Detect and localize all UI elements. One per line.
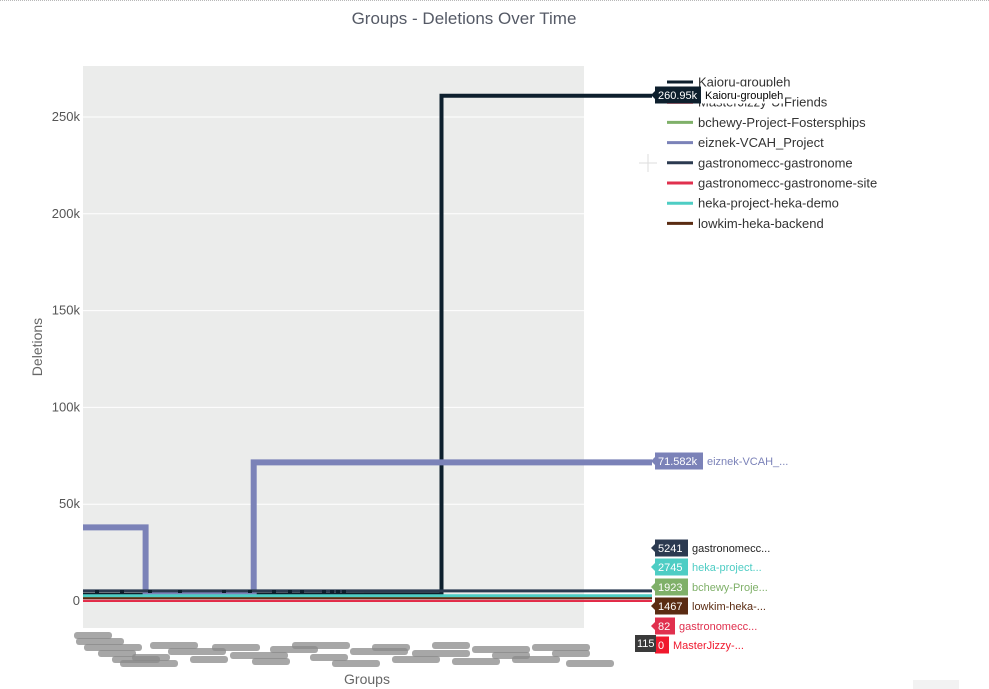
x-tick-label-blur — [230, 652, 288, 659]
hover-label: heka-project... — [692, 562, 762, 574]
chart-title: Groups - Deletions Over Time — [352, 9, 577, 28]
x-tick-label-blur — [150, 642, 198, 649]
legend-item-label[interactable]: bchewy-Project-Fostersphips — [698, 115, 866, 130]
hover-pointer — [651, 91, 655, 99]
top-border — [0, 0, 989, 2]
legend[interactable]: Kaioru-grouplehMasterJizzy-UIFriendsbche… — [667, 75, 877, 231]
legend-item-label[interactable]: gastronomecc-gastronome-site — [698, 176, 877, 191]
x-tick-label-blur — [98, 650, 136, 657]
point-marker — [120, 590, 124, 593]
legend-item-label[interactable]: Kaioru-groupleh — [698, 75, 791, 90]
hover-value-box — [655, 452, 703, 470]
point-marker — [330, 590, 334, 593]
y-tick-label: 0 — [73, 593, 80, 608]
x-axis-tick-labels-blurred — [74, 632, 614, 667]
x-tick-label-blur — [452, 658, 500, 665]
hover-value-box — [655, 597, 688, 615]
x-tick-label-blur — [310, 654, 348, 661]
x-tick-label-blur — [332, 660, 380, 667]
hover-label: bchewy-Proje... — [692, 582, 768, 594]
hover-pointer — [651, 583, 655, 591]
hover-value: 1467 — [658, 601, 682, 613]
hover-label-box — [701, 86, 785, 104]
hover-value-box — [655, 86, 701, 104]
hover-value: 71.582k — [658, 456, 698, 468]
x-axis-label: Groups — [344, 671, 390, 687]
x-tick-label-blur — [512, 656, 560, 663]
legend-item-label[interactable]: heka-project-heka-demo — [698, 196, 839, 211]
x-tick-label-blur — [252, 658, 290, 665]
x-tick-label-blur — [552, 650, 590, 657]
hover-value: 115 — [637, 638, 655, 650]
hover-label: gastronomecc... — [692, 543, 770, 555]
x-tick-label-blur — [76, 638, 124, 645]
hover-value: 0 — [658, 640, 664, 652]
x-tick-label-blur — [120, 660, 178, 667]
plot-area[interactable] — [83, 66, 584, 628]
point-marker — [272, 590, 276, 593]
hover-label: MasterJizzy-... — [673, 640, 744, 652]
y-tick-label: 200k — [52, 206, 81, 221]
legend-item-label[interactable]: lowkim-heka-backend — [698, 216, 824, 231]
x-tick-label-blur — [292, 642, 350, 649]
series-lines[interactable] — [82, 93, 652, 602]
hover-pointer — [651, 544, 655, 552]
x-tick-label-blur — [212, 644, 260, 651]
hover-value-box — [655, 539, 688, 557]
hover-pointer — [651, 622, 655, 630]
x-tick-label-blur — [432, 642, 470, 649]
hover-value: 1923 — [658, 582, 682, 594]
x-tick-label-blur — [132, 654, 170, 661]
x-tick-label-blur — [566, 660, 614, 667]
y-tick-label: 150k — [52, 303, 81, 318]
hover-value: 5241 — [658, 543, 682, 555]
point-marker — [248, 590, 252, 593]
x-tick-label-blur — [84, 644, 142, 651]
point-marker — [300, 590, 304, 593]
y-axis-ticks: 0 50k 100k 150k 200k 250k — [52, 109, 81, 608]
hover-value-box — [655, 578, 688, 596]
hover-pointer — [651, 602, 655, 610]
hover-label: lowkim-heka-... — [692, 601, 766, 613]
y-tick-label: 100k — [52, 399, 81, 414]
point-marker — [322, 590, 326, 593]
x-tick-label-blur — [532, 644, 590, 651]
hover-value-box — [655, 617, 675, 635]
y-tick-label: 250k — [52, 109, 81, 124]
y-axis-label: Deletions — [29, 318, 45, 376]
hover-label: gastronomecc... — [679, 621, 757, 633]
hover-value: 260.95k — [658, 90, 698, 102]
hover-pointer — [651, 457, 655, 465]
legend-item-label[interactable]: eiznek-VCAH_Project — [698, 135, 824, 150]
hover-label: eiznek-VCAH_... — [707, 456, 788, 468]
x-tick-label-blur — [412, 650, 470, 657]
hover-pointer — [651, 563, 655, 571]
point-marker — [288, 590, 292, 593]
hover-value-box — [655, 636, 669, 654]
x-tick-label-blur — [372, 644, 410, 651]
hover-value: 82 — [658, 621, 670, 633]
point-marker — [222, 590, 226, 593]
point-marker — [95, 590, 99, 593]
hover-value-box — [655, 558, 688, 576]
crosshair-icon — [639, 154, 657, 172]
x-tick-label-blur — [392, 656, 440, 663]
x-tick-label-blur — [168, 648, 226, 655]
point-marker — [342, 590, 346, 593]
x-tick-label-blur — [472, 646, 530, 653]
hover-value-box — [635, 635, 656, 652]
point-marker — [178, 590, 182, 593]
x-tick-label-blur — [74, 632, 112, 639]
series-line[interactable] — [83, 459, 652, 596]
hover-labels: 260.95k Kaioru-groupleh 71.582k eiznek-VCAH… — [635, 86, 788, 654]
legend-item-label[interactable]: gastronomecc-gastronome — [698, 155, 853, 170]
corner-widget[interactable] — [913, 680, 959, 689]
hover-value: 2745 — [658, 562, 682, 574]
hover-label: Kaioru-groupleh — [705, 90, 783, 102]
point-marker — [148, 590, 152, 593]
y-tick-label: 50k — [59, 496, 80, 511]
x-tick-label-blur — [190, 656, 228, 663]
point-marker — [336, 590, 340, 593]
